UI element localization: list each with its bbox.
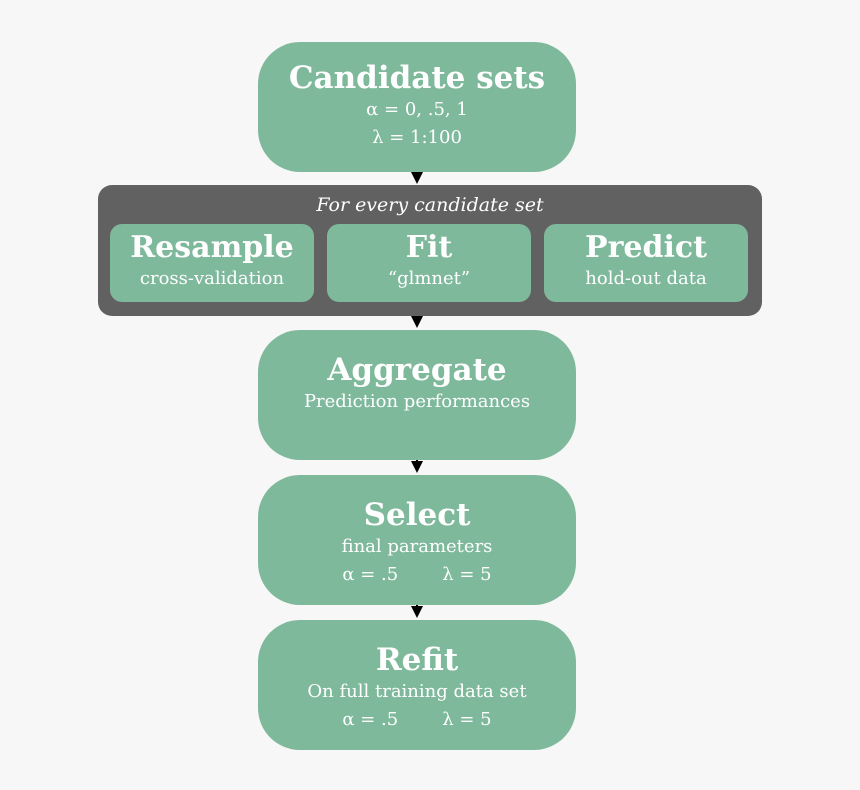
select-alpha: α = .5 <box>342 564 399 585</box>
aggregate-subtitle: Prediction performances <box>303 391 531 412</box>
select-box: Select final parameters α = .5 λ = 5 <box>258 475 576 605</box>
predict-subtitle: hold-out data <box>585 268 707 289</box>
predict-box: Predict hold-out data <box>544 224 748 302</box>
refit-title: Refit <box>375 642 459 678</box>
fit-title: Fit <box>405 230 453 265</box>
candidate-sets-title: Candidate sets <box>288 60 546 96</box>
aggregate-title: Aggregate <box>327 352 507 388</box>
resample-subtitle: cross-validation <box>139 268 285 289</box>
select-subtitle: final parameters <box>341 536 493 557</box>
candidate-loop-container: For every candidate set Resample cross-v… <box>98 185 762 316</box>
candidate-alpha-values: α = 0, .5, 1 <box>366 99 468 120</box>
refit-lambda: λ = 5 <box>442 709 492 730</box>
refit-subtitle: On full training data set <box>307 681 527 702</box>
refit-box: Refit On full training data set α = .5 λ … <box>258 620 576 750</box>
aggregate-box: Aggregate Prediction performances <box>258 330 576 460</box>
loop-label: For every candidate set <box>316 194 544 216</box>
select-parameters: α = .5 λ = 5 <box>258 561 576 589</box>
fit-box: Fit “glmnet” <box>327 224 531 302</box>
select-lambda: λ = 5 <box>442 564 492 585</box>
candidate-lambda-values: λ = 1:100 <box>372 127 462 148</box>
predict-title: Predict <box>585 230 707 265</box>
resample-box: Resample cross-validation <box>110 224 314 302</box>
fit-subtitle: “glmnet” <box>387 268 471 289</box>
select-title: Select <box>363 497 471 533</box>
resample-title: Resample <box>130 230 294 265</box>
candidate-sets-box: Candidate sets α = 0, .5, 1 λ = 1:100 <box>258 42 576 172</box>
refit-parameters: α = .5 λ = 5 <box>258 706 576 734</box>
refit-alpha: α = .5 <box>342 709 399 730</box>
